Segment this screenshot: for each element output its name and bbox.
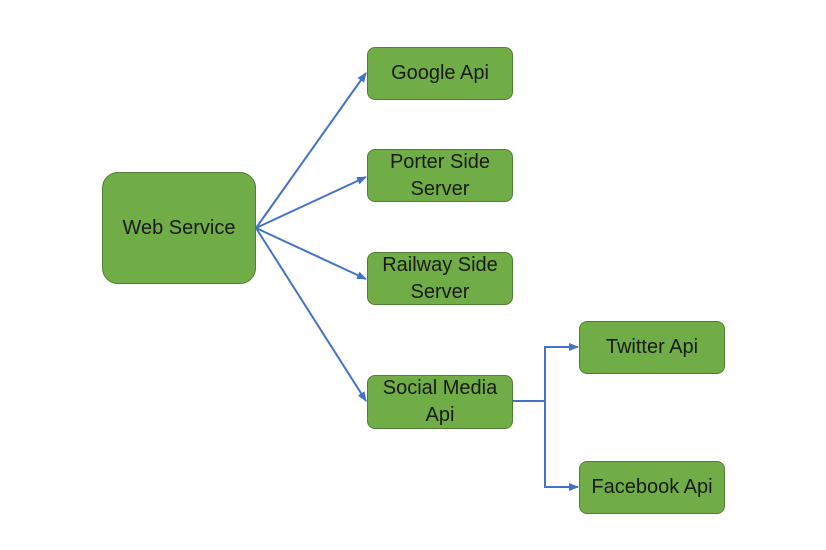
edge-web-service-to-railway-side-server bbox=[255, 227, 367, 280]
node-social-media-api: Social Media Api bbox=[367, 375, 513, 429]
node-railway-side-server-label: Railway Side Server bbox=[382, 253, 498, 303]
node-google-api: Google Api bbox=[367, 47, 513, 100]
node-social-media-api-label: Social Media Api bbox=[382, 377, 498, 426]
node-porter-side-server-label: Porter Side Server bbox=[389, 150, 491, 200]
node-web-service-label: Web Service bbox=[122, 216, 236, 239]
node-twitter-api: Twitter Api bbox=[579, 321, 725, 374]
edge-social-media-api-to-twitter-api bbox=[513, 343, 579, 402]
edge-web-service-to-social-media-api bbox=[255, 227, 367, 402]
edge-social-media-api-to-facebook-api bbox=[513, 400, 579, 491]
edge-web-service-to-google-api bbox=[255, 72, 367, 229]
node-porter-side-server: Porter Side Server bbox=[367, 149, 513, 202]
node-twitter-api-label: Twitter Api bbox=[605, 336, 699, 358]
node-web-service: Web Service bbox=[102, 172, 256, 284]
node-google-api-label: Google Api bbox=[391, 62, 489, 84]
node-facebook-api: Facebook Api bbox=[579, 461, 725, 514]
node-railway-side-server: Railway Side Server bbox=[367, 252, 513, 305]
node-facebook-api-label: Facebook Api bbox=[591, 476, 713, 498]
edge-web-service-to-porter-side-server bbox=[255, 176, 367, 229]
